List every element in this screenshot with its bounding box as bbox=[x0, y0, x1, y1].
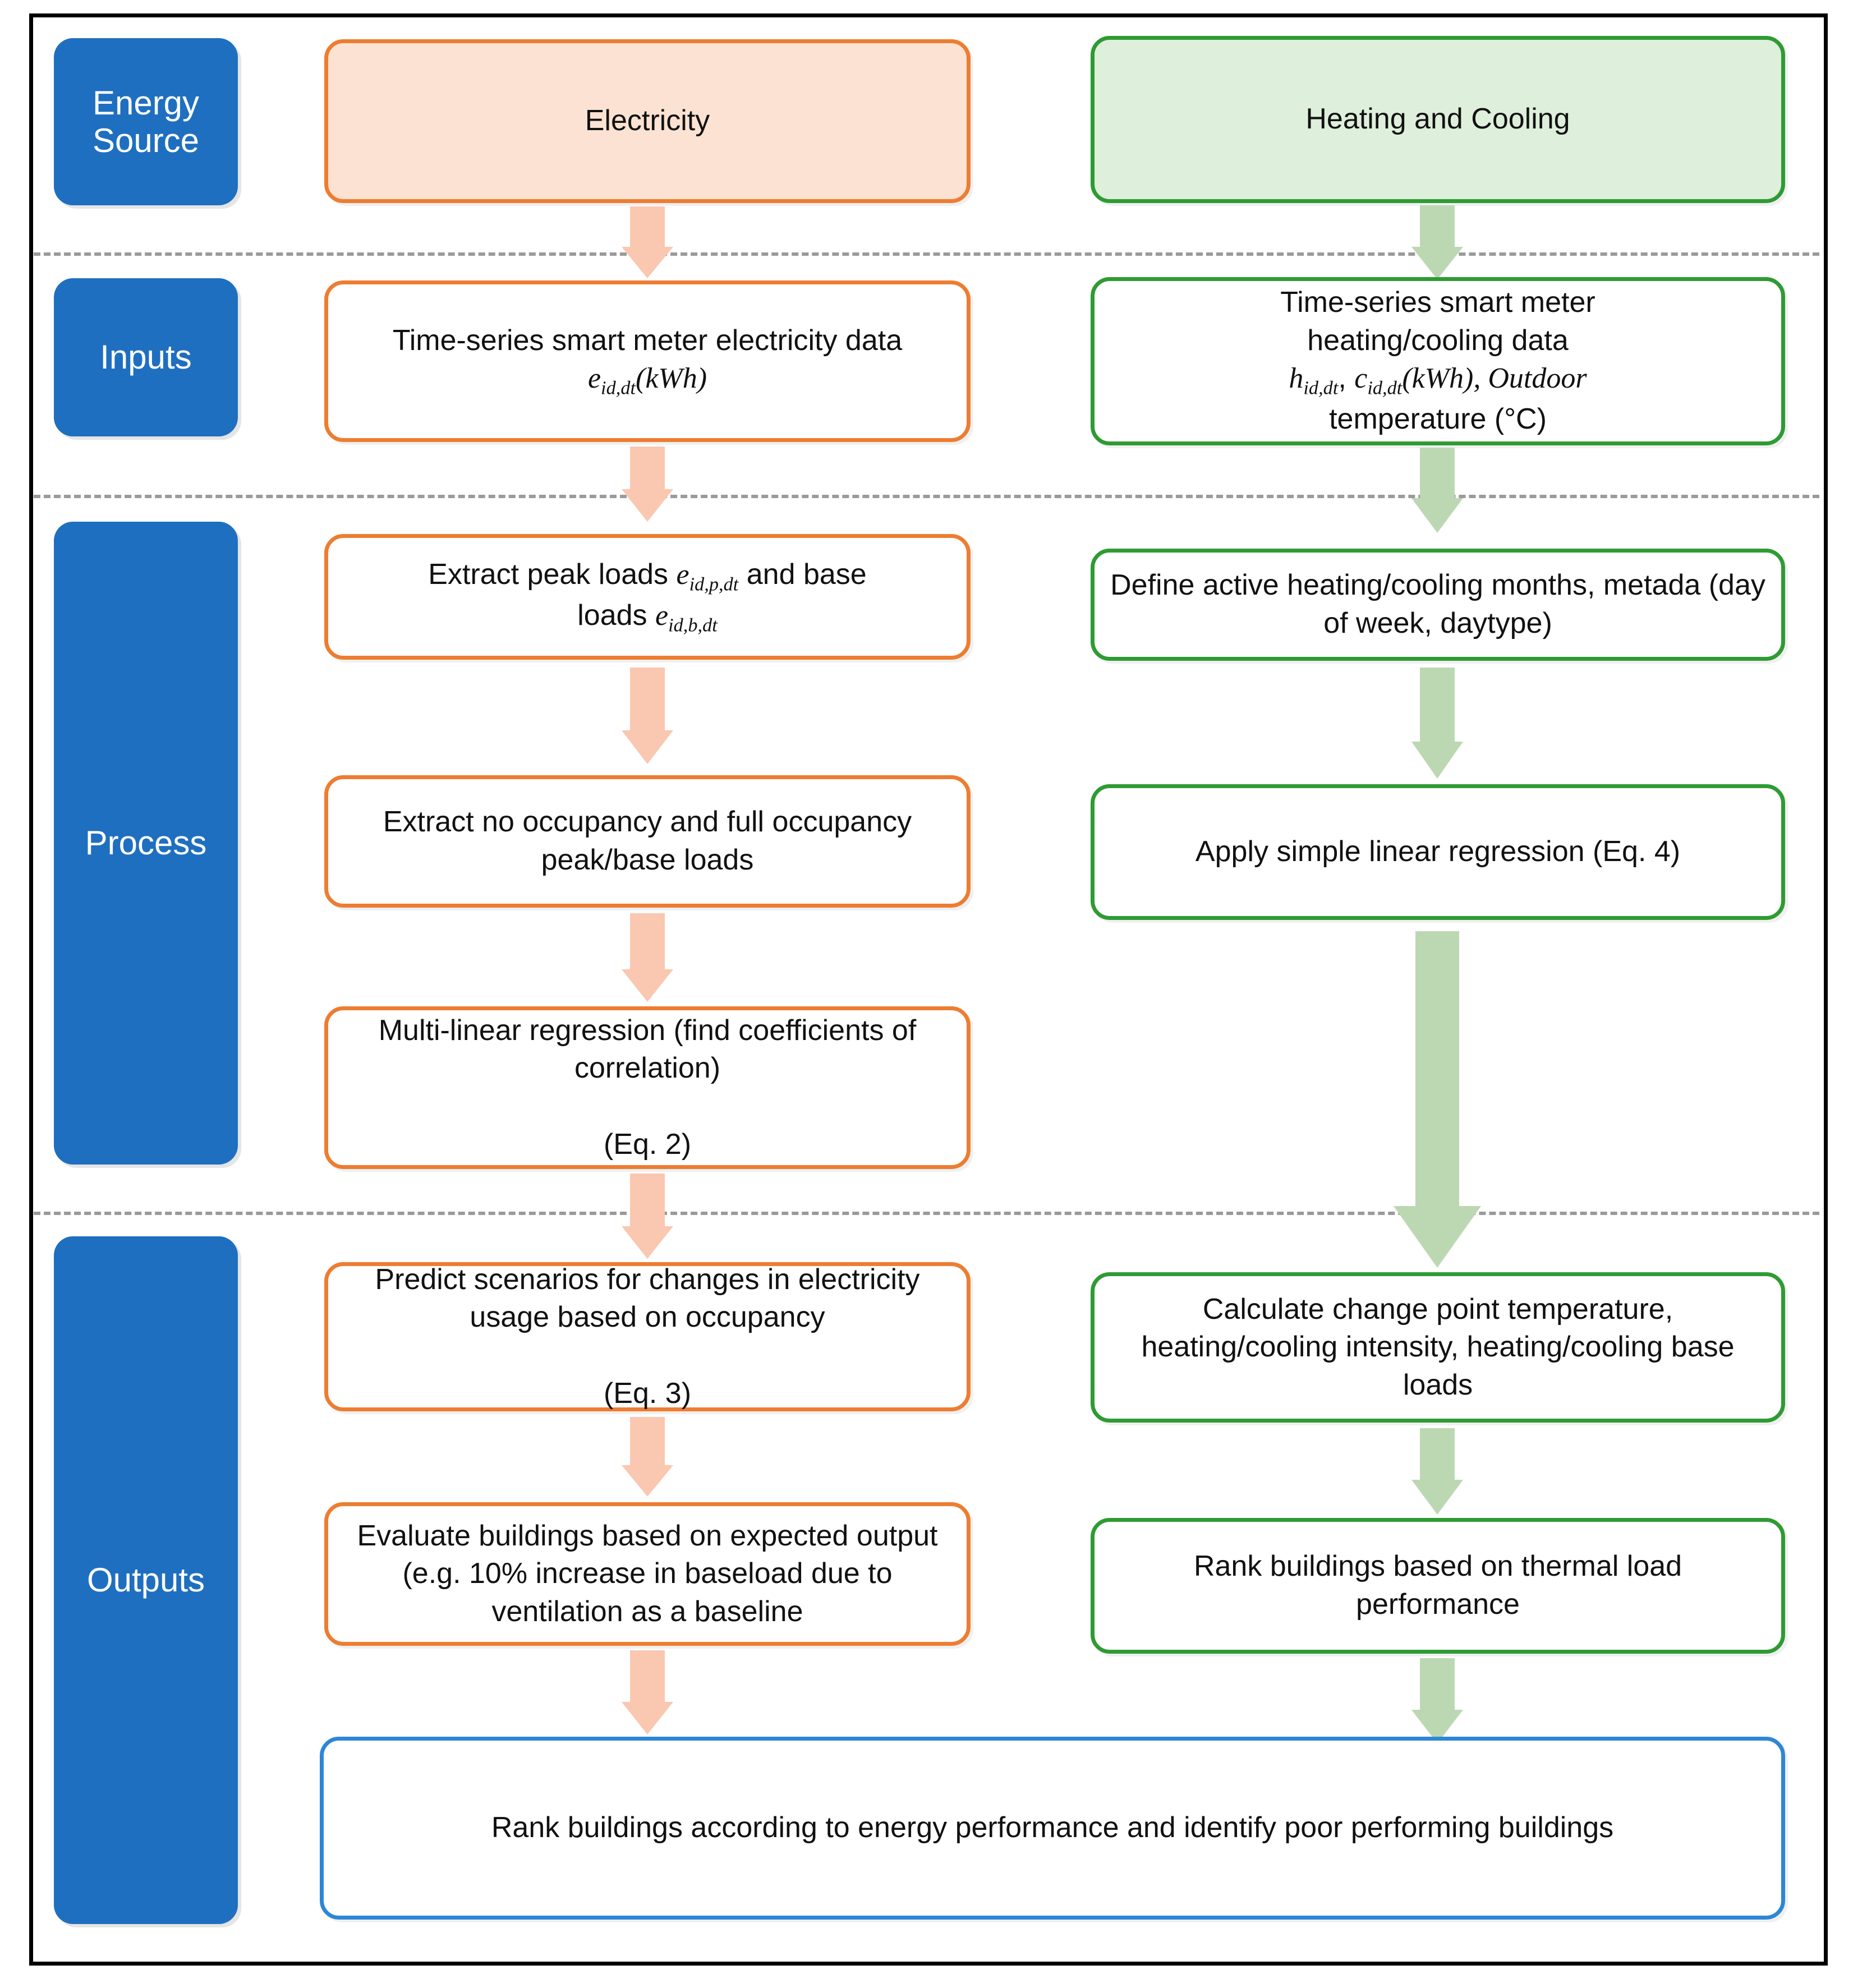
arrow-electricity-input-to-process bbox=[622, 447, 673, 522]
stage-label-inputs: Inputs bbox=[54, 278, 238, 436]
peak-load-symbol: eid,p,dt bbox=[676, 559, 739, 595]
stage-label-process: Process bbox=[54, 522, 238, 1165]
thermal-input-symbol-c: cid,dt bbox=[1354, 362, 1403, 399]
arrow-thermal-o2-to-final bbox=[1411, 1658, 1463, 1743]
electricity-input-text: Time-series smart meter electricity data bbox=[392, 324, 903, 357]
node-final-ranking[interactable]: Rank buildings according to energy perfo… bbox=[320, 1737, 1785, 1920]
node-electricity-output-2[interactable]: Evaluate buildings based on expected out… bbox=[324, 1502, 971, 1646]
arrow-elec-p2-to-p3 bbox=[622, 913, 673, 1002]
stage-label-energy-source: Energy Source bbox=[54, 38, 238, 205]
arrow-thermal-o1-to-o2 bbox=[1411, 1428, 1463, 1515]
node-electricity-output-1[interactable]: Predict scenarios for changes in electri… bbox=[324, 1262, 971, 1411]
node-electricity-process-1[interactable]: Extract peak loads eid,p,dt and base loa… bbox=[324, 534, 971, 660]
divider-source-inputs bbox=[34, 252, 1819, 256]
arrow-elec-o2-to-final bbox=[622, 1650, 673, 1734]
node-thermal-output-2[interactable]: Rank buildings based on thermal load per… bbox=[1091, 1518, 1785, 1654]
electricity-input-symbol: eid,dt bbox=[587, 362, 636, 399]
node-thermal-input[interactable]: Time-series smart meter heating/cooling … bbox=[1091, 277, 1785, 445]
node-thermal-process-2[interactable]: Apply simple linear regression (Eq. 4) bbox=[1091, 784, 1785, 920]
arrow-thermal-source-to-input bbox=[1411, 205, 1463, 279]
arrow-elec-o1-to-o2 bbox=[622, 1417, 673, 1497]
node-thermal-source[interactable]: Heating and Cooling bbox=[1091, 36, 1785, 203]
arrow-thermal-input-to-process bbox=[1411, 448, 1463, 533]
node-electricity-process-3[interactable]: Multi-linear regression (find coefficien… bbox=[324, 1006, 971, 1169]
arrow-thermal-p2-to-o1 bbox=[1394, 931, 1481, 1268]
arrow-electricity-source-to-input bbox=[622, 206, 673, 278]
arrow-elec-p3-to-o1 bbox=[622, 1174, 673, 1259]
thermal-input-symbol-h: hid,dt bbox=[1289, 362, 1339, 399]
stage-label-outputs: Outputs bbox=[54, 1236, 238, 1924]
node-thermal-output-1[interactable]: Calculate change point temperature, heat… bbox=[1091, 1272, 1785, 1423]
node-electricity-input[interactable]: Time-series smart meter electricity data… bbox=[324, 280, 971, 442]
divider-inputs-process bbox=[34, 495, 1819, 498]
divider-process-outputs bbox=[34, 1212, 1819, 1215]
node-electricity-process-2[interactable]: Extract no occupancy and full occupancy … bbox=[324, 775, 971, 908]
arrow-elec-p1-to-p2 bbox=[622, 668, 673, 764]
node-electricity-source[interactable]: Electricity bbox=[324, 39, 971, 203]
arrow-thermal-p1-to-p2 bbox=[1411, 668, 1463, 779]
node-thermal-process-1[interactable]: Define active heating/cooling months, me… bbox=[1091, 549, 1785, 661]
base-load-symbol: eid,b,dt bbox=[655, 600, 718, 636]
